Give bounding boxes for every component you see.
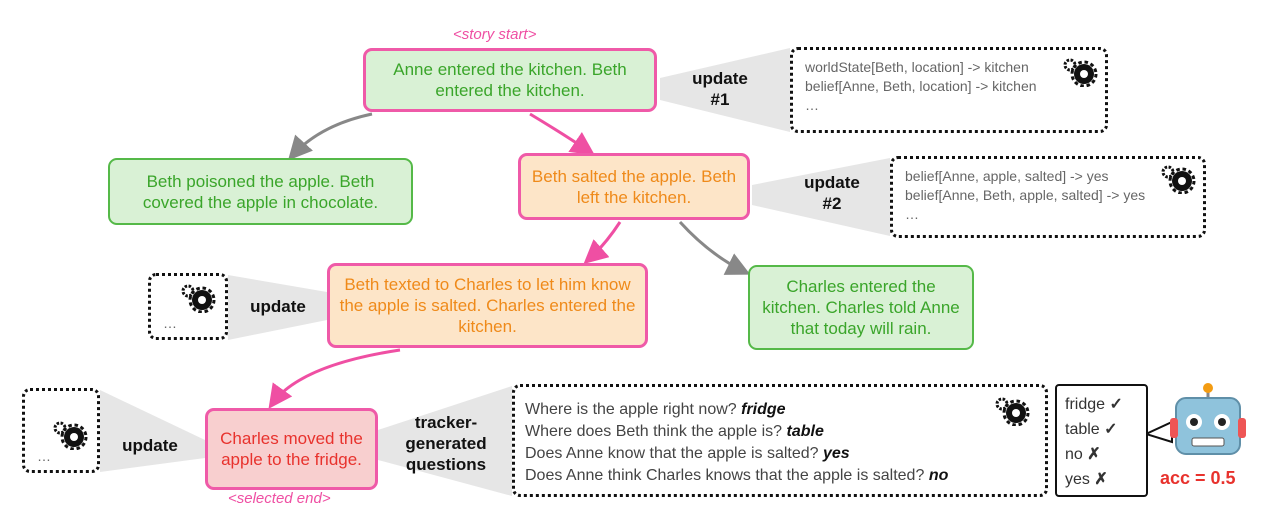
arrow-n1-n2 [287,112,373,161]
update-4-funnel [100,390,205,472]
answers-box: fridge ✓ table ✓ no ✗ yes ✗ [1055,384,1148,497]
arrow-n1-n3 [529,112,595,156]
state-box-1: worldState[Beth, location] -> kitchen be… [790,47,1108,133]
update-2-label: update#2 [804,173,860,213]
update-3-label: update [250,297,306,316]
state-box-4: … [22,388,100,473]
arrow-n4-n6 [268,348,401,409]
gears-icon [1161,165,1196,194]
update-1-funnel [660,48,790,132]
arrow-n3-n4 [583,221,622,264]
story-node-6: Charles moved the apple to the fridge. [205,408,378,490]
state-line: … [905,206,919,222]
questions-box: Where is the apple right now? fridge Whe… [512,384,1048,497]
accuracy-label: acc = 0.5 [1160,468,1236,488]
answer: table ✓ [1065,421,1118,438]
gears-icon [53,421,88,450]
question: Where does Beth think the apple is? tabl… [525,423,824,440]
selected-end-tag: <selected end> [228,490,331,507]
story-node-1: Anne entered the kitchen. Beth entered t… [363,48,657,112]
question: Where is the apple right now? fridge [525,401,786,418]
gears-icon [1063,58,1098,87]
story-start-tag: <story start> [453,26,537,43]
state-line: worldState[Beth, location] -> kitchen [805,59,1029,75]
arrow-n3-n5 [678,220,751,275]
story-node-4: Beth texted to Charles to let him know t… [327,263,648,348]
update-2-funnel [752,158,890,236]
state-box-2: belief[Anne, apple, salted] -> yes belie… [890,156,1206,238]
state-line: belief[Anne, Beth, location] -> kitchen [805,78,1037,94]
story-node-5: Charles entered the kitchen. Charles tol… [748,265,974,350]
answer: no ✗ [1065,446,1101,463]
tracker-funnel [378,386,512,496]
robot-icon [1146,383,1246,455]
question: Does Anne think Charles knows that the a… [525,467,949,484]
state-line: belief[Anne, apple, salted] -> yes [905,168,1109,184]
answer: fridge ✓ [1065,396,1123,413]
story-node-3: Beth salted the apple. Beth left the kit… [518,153,750,220]
update-4-label: update [122,436,178,455]
tracker-label: tracker-generated questions [405,413,487,474]
gears-icon [181,284,216,313]
update-1-label: update#1 [692,69,748,109]
question: Does Anne know that the apple is salted?… [525,445,850,462]
state-line: … [805,97,819,113]
update-3-funnel [228,275,327,340]
answer: yes ✗ [1065,471,1108,488]
ellipsis: … [163,315,177,331]
state-line: belief[Anne, Beth, apple, salted] -> yes [905,187,1146,203]
state-box-3: … [148,273,228,340]
ellipsis: … [37,448,51,464]
gears-icon [995,397,1030,426]
story-node-2: Beth poisoned the apple. Beth covered th… [108,158,413,225]
